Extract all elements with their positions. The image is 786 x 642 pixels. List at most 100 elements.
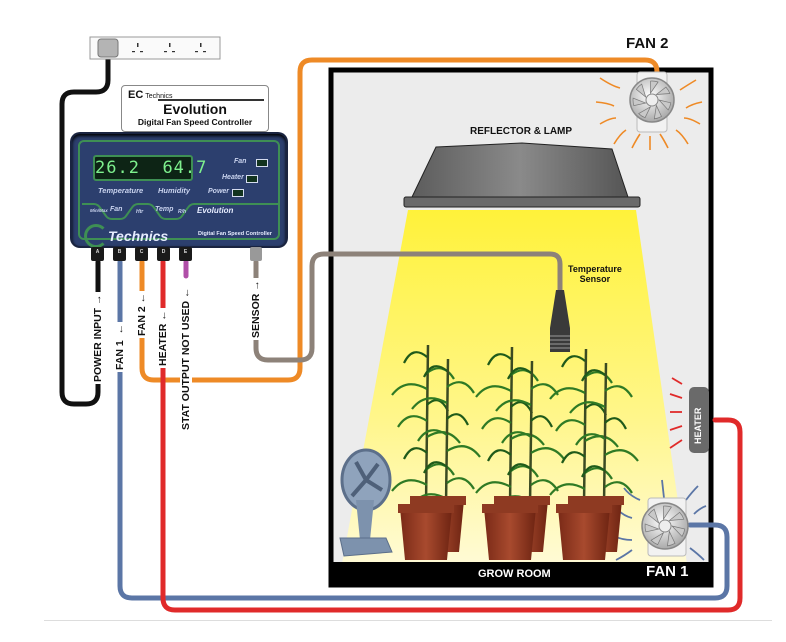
- mode-tab-htr[interactable]: Htr: [136, 209, 144, 215]
- plant-stem: [602, 362, 608, 506]
- label-power-input: POWER INPUT →: [92, 292, 104, 384]
- mode-tab-temp[interactable]: Temp: [155, 206, 174, 213]
- divider: [158, 99, 264, 101]
- plant-leaf: [446, 381, 475, 394]
- fan1-label: FAN 1: [646, 563, 689, 580]
- plant-leaf: [417, 429, 448, 442]
- port-c[interactable]: C: [135, 247, 148, 261]
- fan-speed-controller: 26.2 64.7 Temperature Humidity Fan Heate…: [72, 134, 286, 248]
- plant-leaf: [575, 433, 606, 446]
- plant-pot: [558, 508, 610, 560]
- plant-pot-rim: [494, 496, 550, 505]
- plant-pot-rim: [568, 496, 624, 505]
- desk-fan: [339, 448, 393, 557]
- plant-leaf: [501, 431, 532, 444]
- plant-leaf: [604, 449, 639, 462]
- heater-cable: [160, 259, 743, 613]
- plant-leaf: [569, 401, 606, 414]
- fan-blade: [667, 530, 676, 547]
- humidity-readout: 64.7: [162, 158, 208, 178]
- plant-leaf: [446, 413, 469, 426]
- plant-pot: [484, 508, 536, 560]
- plant-leaf: [446, 477, 475, 490]
- reflector-lamp: [403, 142, 641, 208]
- plant-stem: [444, 358, 450, 506]
- plant-leaf: [446, 445, 481, 458]
- grow-room-floor-bar: [331, 562, 711, 585]
- fan-blade: [635, 83, 647, 98]
- plant-leaf: [487, 449, 512, 462]
- plant-pot-rim: [398, 504, 454, 513]
- port-d[interactable]: D: [157, 247, 170, 261]
- temperature-readout: 26.2: [95, 158, 140, 178]
- plant-leaf: [495, 399, 532, 412]
- plant-leaf: [549, 483, 586, 496]
- fan-blade: [657, 99, 672, 111]
- indicator-fan-label: Fan: [234, 158, 247, 165]
- plant-leaf: [411, 397, 448, 410]
- controller-model: Evolution: [197, 206, 234, 215]
- indicator-heater-label: Heater: [222, 174, 244, 181]
- plant-leaf: [391, 383, 428, 396]
- plant-leaf: [397, 415, 428, 428]
- label-fan1: FAN 1 ←: [114, 321, 126, 372]
- plant-leaf: [403, 351, 428, 364]
- plant-leaf: [604, 417, 627, 430]
- fan2-cable: [139, 57, 660, 383]
- plant-leaf: [581, 465, 606, 478]
- brand-subtitle: Digital Fan Speed Controller: [137, 117, 253, 127]
- temperature-sensor: [550, 290, 570, 352]
- power-cable: [59, 55, 111, 407]
- plant-leaf: [475, 481, 512, 494]
- fan-blade: [670, 525, 686, 538]
- controller-brand: Technics: [108, 228, 169, 244]
- controller-subtitle: Digital Fan Speed Controller: [198, 231, 272, 237]
- label-sensor: SENSOR →: [250, 278, 262, 340]
- mode-tab-rh[interactable]: R/h: [178, 209, 187, 215]
- power-indicator-light: [232, 189, 244, 197]
- port-b[interactable]: B: [113, 247, 126, 261]
- plant-leaf: [391, 479, 428, 492]
- plant-leaf: [604, 385, 633, 398]
- mode-tab-strip: [82, 203, 278, 220]
- plant-leaf: [423, 461, 448, 474]
- fan-blade: [655, 86, 671, 95]
- fan-indicator-light: [256, 159, 268, 167]
- plant-leaf: [581, 369, 606, 382]
- plant-leaf: [507, 463, 532, 476]
- plant-leaf: [507, 367, 532, 380]
- port-a[interactable]: A: [91, 247, 104, 261]
- label-stat-output: STAT OUTPUT NOT USED ←: [180, 285, 192, 432]
- plant-stem: [528, 360, 534, 506]
- label-fan2: FAN 2 ←: [136, 290, 148, 338]
- plant-pot-rim: [482, 504, 538, 513]
- plant-leaf: [530, 415, 553, 428]
- fan-blade: [668, 511, 685, 521]
- fan-blade: [650, 80, 659, 95]
- plant-leaf: [423, 365, 448, 378]
- fan-blade: [650, 531, 665, 546]
- port-e[interactable]: E: [179, 247, 192, 261]
- ec-logo-mark: [84, 224, 108, 248]
- plant-pot: [400, 508, 452, 560]
- grow-room-label: GROW ROOM: [478, 568, 551, 580]
- fan-blade: [663, 505, 672, 521]
- sensor-port[interactable]: [250, 247, 262, 261]
- label-heater: HEATER ←: [157, 308, 169, 368]
- sensor-cable: [253, 251, 563, 363]
- plant-leaf: [403, 447, 428, 460]
- power-strip: [89, 36, 221, 60]
- fan-blade: [632, 97, 647, 107]
- fan2-label: FAN 2: [626, 35, 669, 52]
- plant-leaf: [561, 451, 586, 464]
- heater-unit: [669, 377, 709, 453]
- fan-blade: [638, 105, 652, 119]
- lcd-display: 26.2 64.7: [93, 155, 206, 181]
- mode-tab-fan[interactable]: Fan: [110, 206, 123, 213]
- heater-indicator-light: [246, 175, 258, 183]
- mode-tab-minmax[interactable]: Min/Max: [90, 208, 108, 213]
- fan-blade: [648, 508, 660, 524]
